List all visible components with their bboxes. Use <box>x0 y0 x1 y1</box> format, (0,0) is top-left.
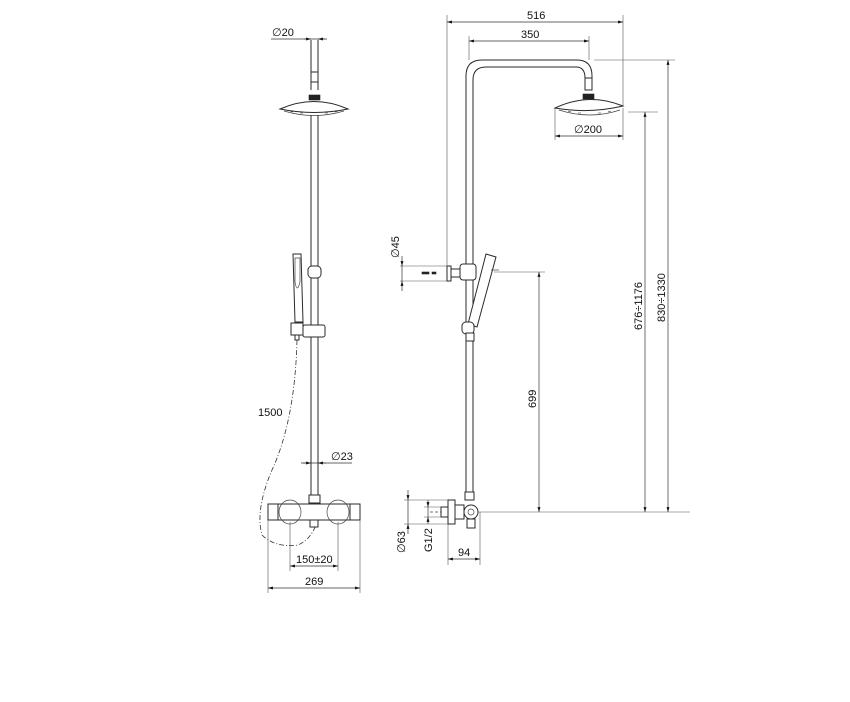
dim-rail-diameter: ∅23 <box>301 451 353 465</box>
thread-size-label: G1/2 <box>423 528 435 552</box>
total-height-range-label: 830÷1330 <box>656 273 668 322</box>
front-view: ∅20 1500 ∅23 150±20 269 <box>258 27 361 593</box>
front-overhead-shower-head <box>278 101 350 116</box>
escutcheon-diameter-label: ∅63 <box>396 531 408 553</box>
wall-offset-label: 94 <box>458 547 470 559</box>
front-rail <box>310 115 319 500</box>
dim-wall-bracket-diameter: ∅45 <box>390 236 404 291</box>
side-wall-bracket <box>400 263 477 282</box>
front-hose <box>259 339 317 546</box>
side-wall-connection <box>430 491 479 529</box>
side-view: 516 350 ∅200 ∅45 699 <box>390 10 690 565</box>
hose-length-label: 1500 <box>258 407 282 419</box>
dim-head-height-range: 676÷1176 <box>628 111 658 512</box>
mixer-width-label: 269 <box>305 576 323 588</box>
dim-handshower-height: 699 <box>478 271 690 513</box>
dim-pipe-diameter: ∅20 <box>271 27 327 41</box>
dim-escutcheon-diameter: ∅63 <box>396 490 448 553</box>
dim-wall-offset: 94 <box>447 512 481 565</box>
inlet-spacing-label: 150±20 <box>296 554 333 566</box>
side-rail-and-arm <box>465 59 595 500</box>
total-reach-label: 516 <box>527 10 545 22</box>
head-height-range-label: 676÷1176 <box>633 282 645 330</box>
dim-mixer-width: 269 <box>267 520 361 593</box>
wall-bracket-diameter-label: ∅45 <box>390 236 402 258</box>
side-overhead-shower-head <box>553 98 625 116</box>
dim-thread-size: G1/2 <box>423 500 441 552</box>
dim-total-height-range: 830÷1330 <box>594 59 675 512</box>
rail-diameter-label: ∅23 <box>331 451 353 463</box>
dim-arm-length: 350 <box>468 29 590 60</box>
head-diameter-label: ∅200 <box>574 124 602 136</box>
side-hand-shower <box>461 253 499 342</box>
dim-total-reach: 516 <box>446 10 624 266</box>
front-rail-knob <box>307 265 322 279</box>
dim-head-diameter: ∅200 <box>554 108 624 140</box>
front-hand-shower <box>290 253 326 341</box>
pipe-diameter-label: ∅20 <box>272 27 294 39</box>
arm-length-label: 350 <box>521 29 539 41</box>
dim-inlet-spacing: 150±20 <box>289 522 339 571</box>
handshower-height-label: 699 <box>527 390 539 408</box>
front-top-pipe <box>308 40 321 101</box>
front-thermostatic-mixer <box>267 494 361 528</box>
